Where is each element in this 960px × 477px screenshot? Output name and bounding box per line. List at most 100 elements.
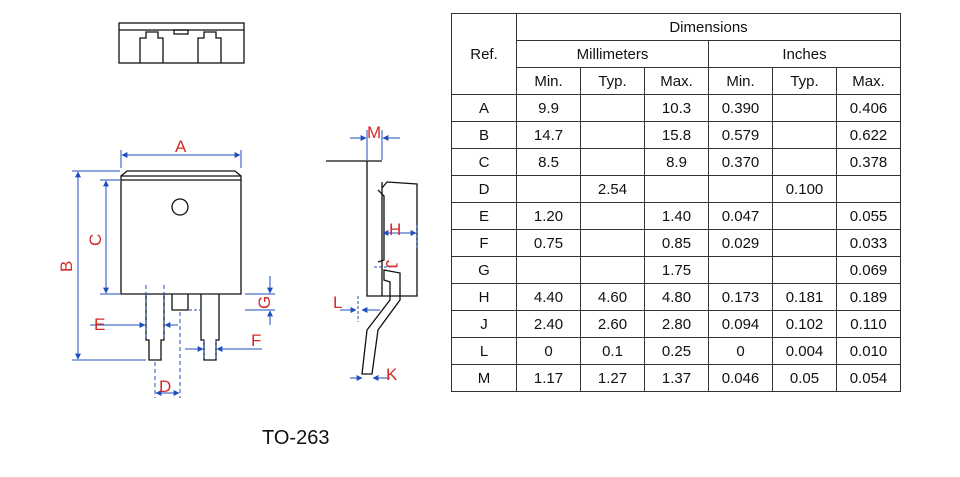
- value-cell: [580, 94, 645, 122]
- label-d: D: [159, 377, 171, 396]
- value-cell: 0: [516, 337, 581, 365]
- value-cell: 0.390: [708, 94, 773, 122]
- label-j: J: [382, 260, 401, 269]
- label-c: C: [86, 234, 105, 246]
- ref-cell: A: [451, 94, 517, 122]
- value-cell: 4.80: [644, 283, 709, 311]
- value-cell: [772, 121, 837, 149]
- value-cell: 2.54: [580, 175, 645, 203]
- value-cell: [772, 256, 837, 284]
- value-cell: [516, 256, 581, 284]
- value-cell: [708, 256, 773, 284]
- value-cell: 0.100: [772, 175, 837, 203]
- value-cell: 4.60: [580, 283, 645, 311]
- ref-cell: F: [451, 229, 517, 257]
- value-cell: 0.110: [836, 310, 901, 338]
- label-g: G: [255, 296, 274, 309]
- sub-header: Min.: [516, 67, 581, 95]
- sub-header: Max.: [644, 67, 709, 95]
- sub-header: Typ.: [580, 67, 645, 95]
- label-h: H: [389, 220, 401, 239]
- sub-header: Min.: [708, 67, 773, 95]
- label-k: K: [386, 365, 398, 384]
- ref-cell: J: [451, 310, 517, 338]
- value-cell: 1.20: [516, 202, 581, 230]
- value-cell: 1.27: [580, 364, 645, 392]
- value-cell: 0.054: [836, 364, 901, 392]
- ref-cell: B: [451, 121, 517, 149]
- side-view: [326, 160, 418, 375]
- ref-cell: G: [451, 256, 517, 284]
- value-cell: 8.5: [516, 148, 581, 176]
- dimensions-header: Dimensions: [516, 13, 901, 41]
- value-cell: [836, 175, 901, 203]
- top-view: [118, 22, 245, 64]
- ref-cell: H: [451, 283, 517, 311]
- label-l: L: [333, 293, 342, 312]
- value-cell: 10.3: [644, 94, 709, 122]
- value-cell: 2.40: [516, 310, 581, 338]
- dimensions-table: Ref. Dimensions Millimeters Inches Min. …: [451, 13, 901, 392]
- value-cell: 9.9: [516, 94, 581, 122]
- value-cell: 1.75: [644, 256, 709, 284]
- front-view: [120, 170, 242, 361]
- value-cell: 4.40: [516, 283, 581, 311]
- label-a: A: [175, 137, 187, 156]
- value-cell: [580, 202, 645, 230]
- millimeters-header: Millimeters: [516, 40, 709, 68]
- value-cell: [580, 256, 645, 284]
- ref-cell: M: [451, 364, 517, 392]
- value-cell: 0.622: [836, 121, 901, 149]
- label-e: E: [94, 315, 105, 334]
- value-cell: 0.102: [772, 310, 837, 338]
- value-cell: [580, 229, 645, 257]
- value-cell: 2.80: [644, 310, 709, 338]
- value-cell: 2.60: [580, 310, 645, 338]
- side-dimensions: [340, 130, 418, 381]
- label-b: B: [57, 261, 76, 272]
- value-cell: [708, 175, 773, 203]
- value-cell: 15.8: [644, 121, 709, 149]
- ref-cell: E: [451, 202, 517, 230]
- value-cell: 0.579: [708, 121, 773, 149]
- value-cell: [772, 202, 837, 230]
- value-cell: 0.173: [708, 283, 773, 311]
- value-cell: 0.370: [708, 148, 773, 176]
- value-cell: 0.85: [644, 229, 709, 257]
- value-cell: [580, 121, 645, 149]
- label-f: F: [251, 331, 261, 350]
- value-cell: 0.033: [836, 229, 901, 257]
- value-cell: 0.1: [580, 337, 645, 365]
- value-cell: 0.055: [836, 202, 901, 230]
- value-cell: [772, 229, 837, 257]
- value-cell: 1.17: [516, 364, 581, 392]
- value-cell: 0.189: [836, 283, 901, 311]
- value-cell: [772, 94, 837, 122]
- value-cell: 0.406: [836, 94, 901, 122]
- value-cell: [516, 175, 581, 203]
- ref-cell: L: [451, 337, 517, 365]
- ref-header: Ref.: [451, 13, 517, 95]
- table-row: D 2.54 0.100: [451, 175, 901, 203]
- value-cell: [644, 175, 709, 203]
- package-caption: TO-263: [262, 427, 330, 449]
- ref-cell: D: [451, 175, 517, 203]
- package-drawing: A B C E D F G M H J L K: [57, 22, 418, 398]
- value-cell: 1.37: [644, 364, 709, 392]
- sub-header: Max.: [836, 67, 901, 95]
- value-cell: 0.029: [708, 229, 773, 257]
- value-cell: 0.094: [708, 310, 773, 338]
- value-cell: [772, 148, 837, 176]
- value-cell: 0.25: [644, 337, 709, 365]
- value-cell: 8.9: [644, 148, 709, 176]
- value-cell: 0.181: [772, 283, 837, 311]
